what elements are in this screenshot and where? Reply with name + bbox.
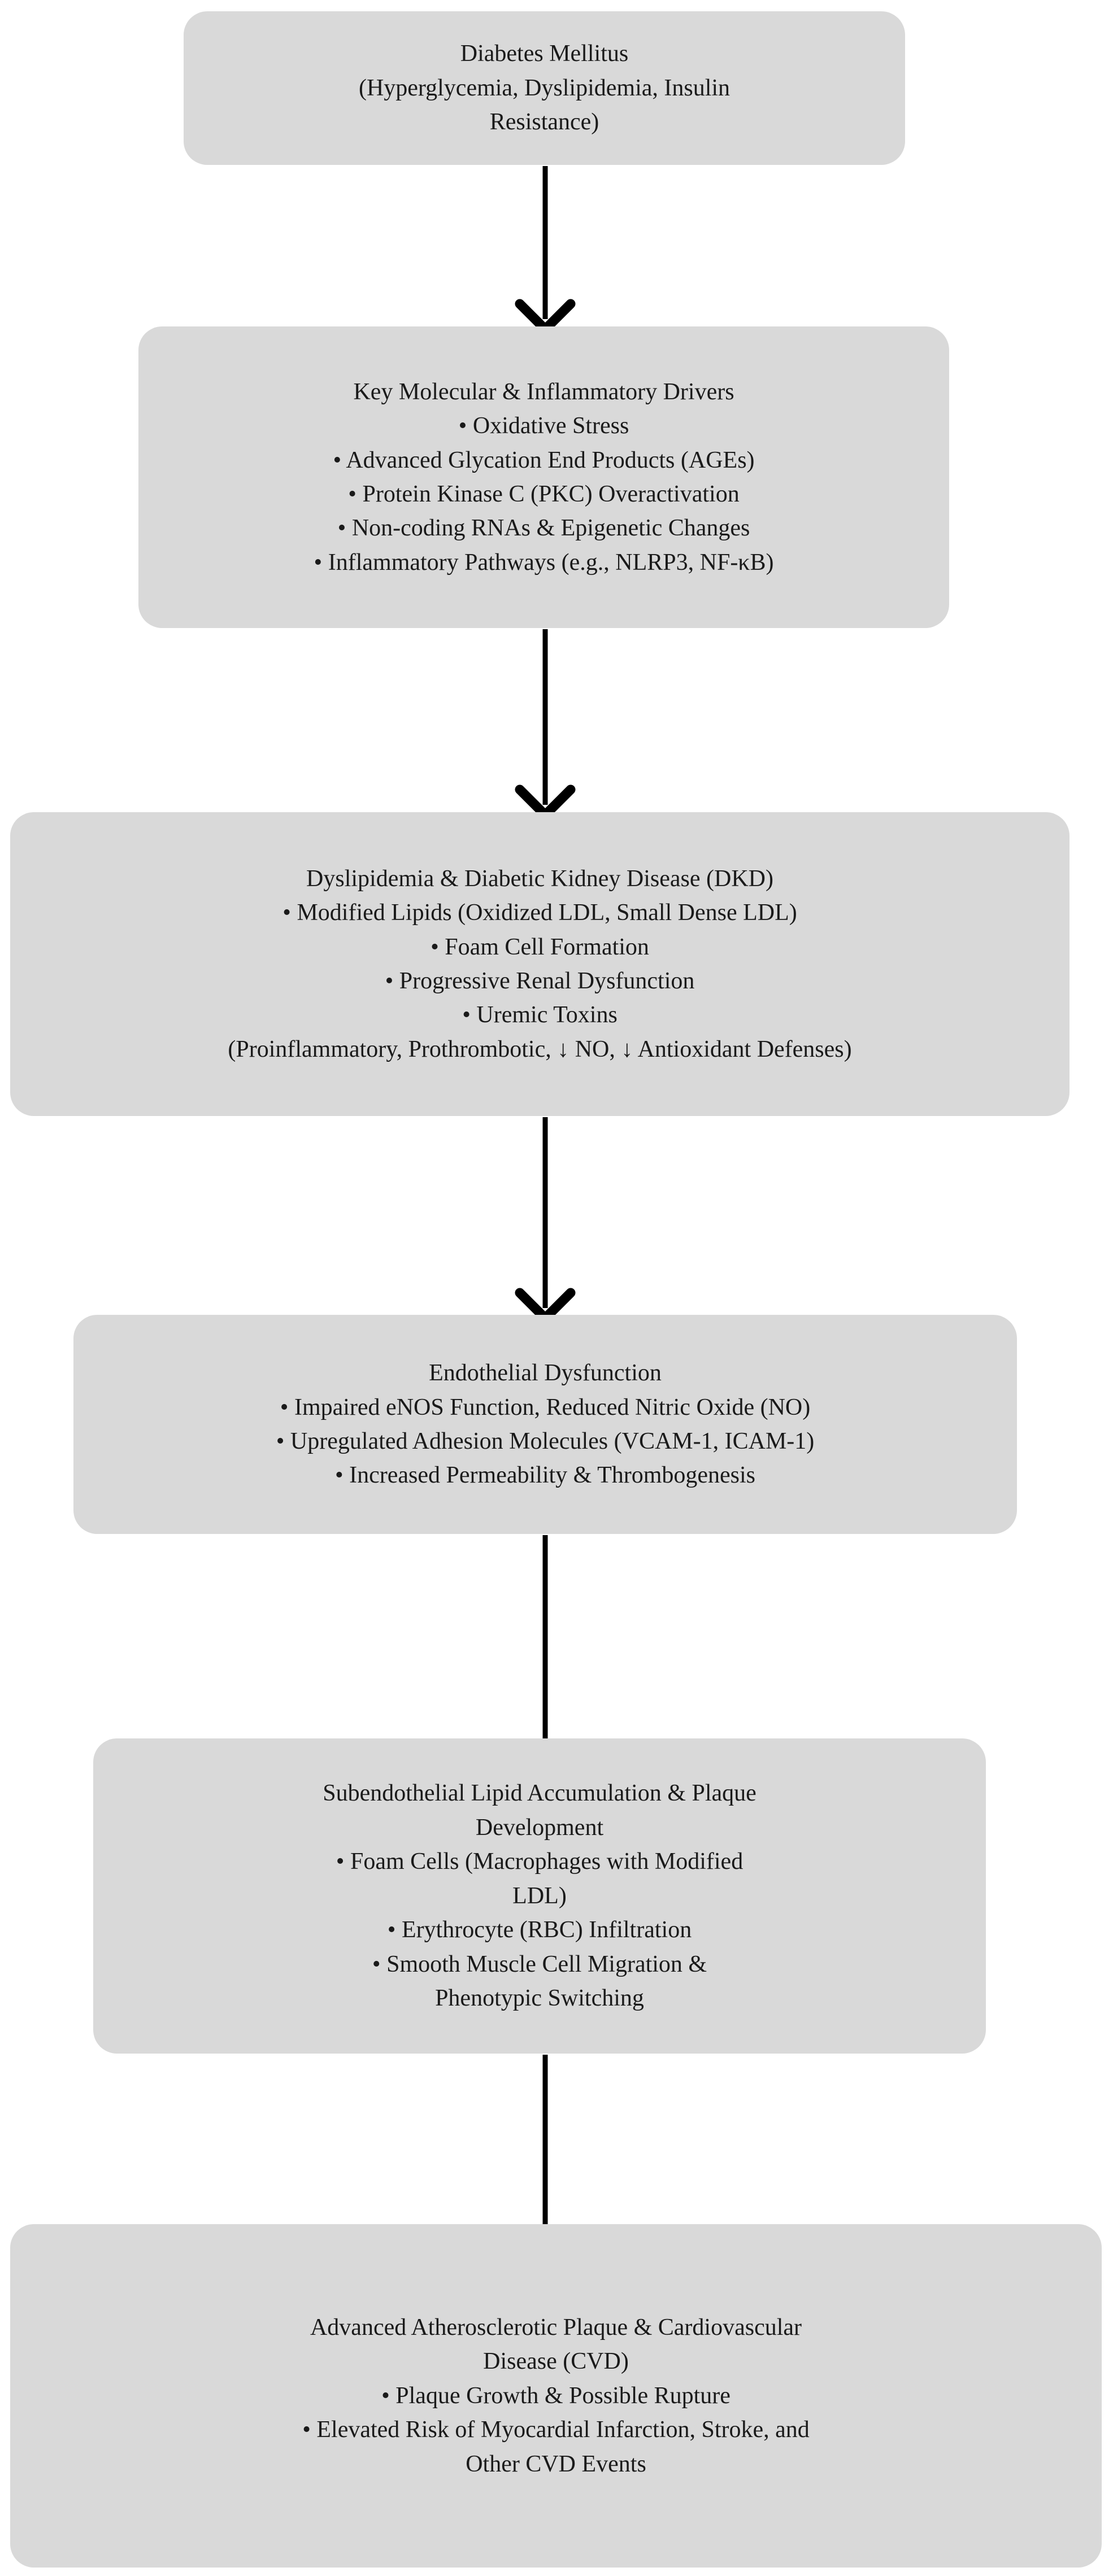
node-text-line: LDL) xyxy=(512,1882,567,1909)
node-text-line: Endothelial Dysfunction xyxy=(429,1360,662,1387)
node-text-line: • Advanced Glycation End Products (AGEs) xyxy=(333,447,755,473)
node-text-line: • Progressive Renal Dysfunction xyxy=(385,968,695,994)
flow-node-molecular-inflammatory-drivers[interactable]: Key Molecular & Inflammatory Drivers • O… xyxy=(138,326,949,628)
node-text-line: • Erythrocyte (RBC) Infiltration xyxy=(387,1917,692,1943)
flow-node-advanced-plaque-cardiovascular-disease[interactable]: Advanced Atherosclerotic Plaque & Cardio… xyxy=(10,2224,1102,2568)
node-text-line: • Inflammatory Pathways (e.g., NLRP3, NF… xyxy=(314,549,774,576)
node-text-line: Diabetes Mellitus xyxy=(460,41,629,67)
node-text-line: • Uremic Toxins xyxy=(462,1002,618,1028)
flow-node-endothelial-dysfunction[interactable]: Endothelial Dysfunction • Impaired eNOS … xyxy=(73,1315,1017,1534)
node-text-line: Other CVD Events xyxy=(466,2451,646,2477)
node-text-line: Subendothelial Lipid Accumulation & Plaq… xyxy=(323,1780,757,1807)
edge-1-arrowhead xyxy=(515,299,576,337)
node-text-line: Advanced Atherosclerotic Plaque & Cardio… xyxy=(310,2314,802,2340)
edge-2-arrowhead xyxy=(515,784,576,822)
node-text-line: • Protein Kinase C (PKC) Overactivation xyxy=(348,481,740,507)
node-text-line: Resistance) xyxy=(489,109,599,136)
flow-node-subendothelial-lipid-accumulation[interactable]: Subendothelial Lipid Accumulation & Plaq… xyxy=(93,1738,986,2054)
node-text-line: Key Molecular & Inflammatory Drivers xyxy=(353,378,734,405)
node-text-line: • Impaired eNOS Function, Reduced Nitric… xyxy=(280,1394,811,1420)
node-text-line: • Upregulated Adhesion Molecules (VCAM-1… xyxy=(276,1428,815,1454)
node-text-line: Disease (CVD) xyxy=(483,2348,629,2375)
node-text-line: • Elevated Risk of Myocardial Infarction… xyxy=(302,2417,810,2443)
node-text-line: • Foam Cells (Macrophages with Modified xyxy=(336,1849,744,1875)
node-text-line: • Smooth Muscle Cell Migration & xyxy=(372,1951,707,1977)
flow-node-diabetes-mellitus[interactable]: Diabetes Mellitus (Hyperglycemia, Dyslip… xyxy=(184,11,905,165)
node-text-line: • Oxidative Stress xyxy=(458,413,629,439)
node-text-line: (Proinflammatory, Prothrombotic, ↓ NO, ↓… xyxy=(228,1036,852,1062)
flow-node-dyslipidemia-diabetic-kidney-disease[interactable]: Dyslipidemia & Diabetic Kidney Disease (… xyxy=(10,812,1069,1116)
node-text-line: Phenotypic Switching xyxy=(435,1985,644,2012)
node-text-line: (Hyperglycemia, Dyslipidemia, Insulin xyxy=(358,75,731,101)
node-text-line: • Plaque Growth & Possible Rupture xyxy=(381,2382,731,2409)
node-text-line: • Non-coding RNAs & Epigenetic Changes xyxy=(337,515,750,542)
node-text-line: • Modified Lipids (Oxidized LDL, Small D… xyxy=(282,900,797,926)
node-text-line: Dyslipidemia & Diabetic Kidney Disease (… xyxy=(306,865,773,892)
node-text-line: • Foam Cell Formation xyxy=(431,934,649,960)
node-text-line: Development xyxy=(475,1814,604,1841)
node-text-line: • Increased Permeability & Thrombogenesi… xyxy=(334,1462,756,1489)
